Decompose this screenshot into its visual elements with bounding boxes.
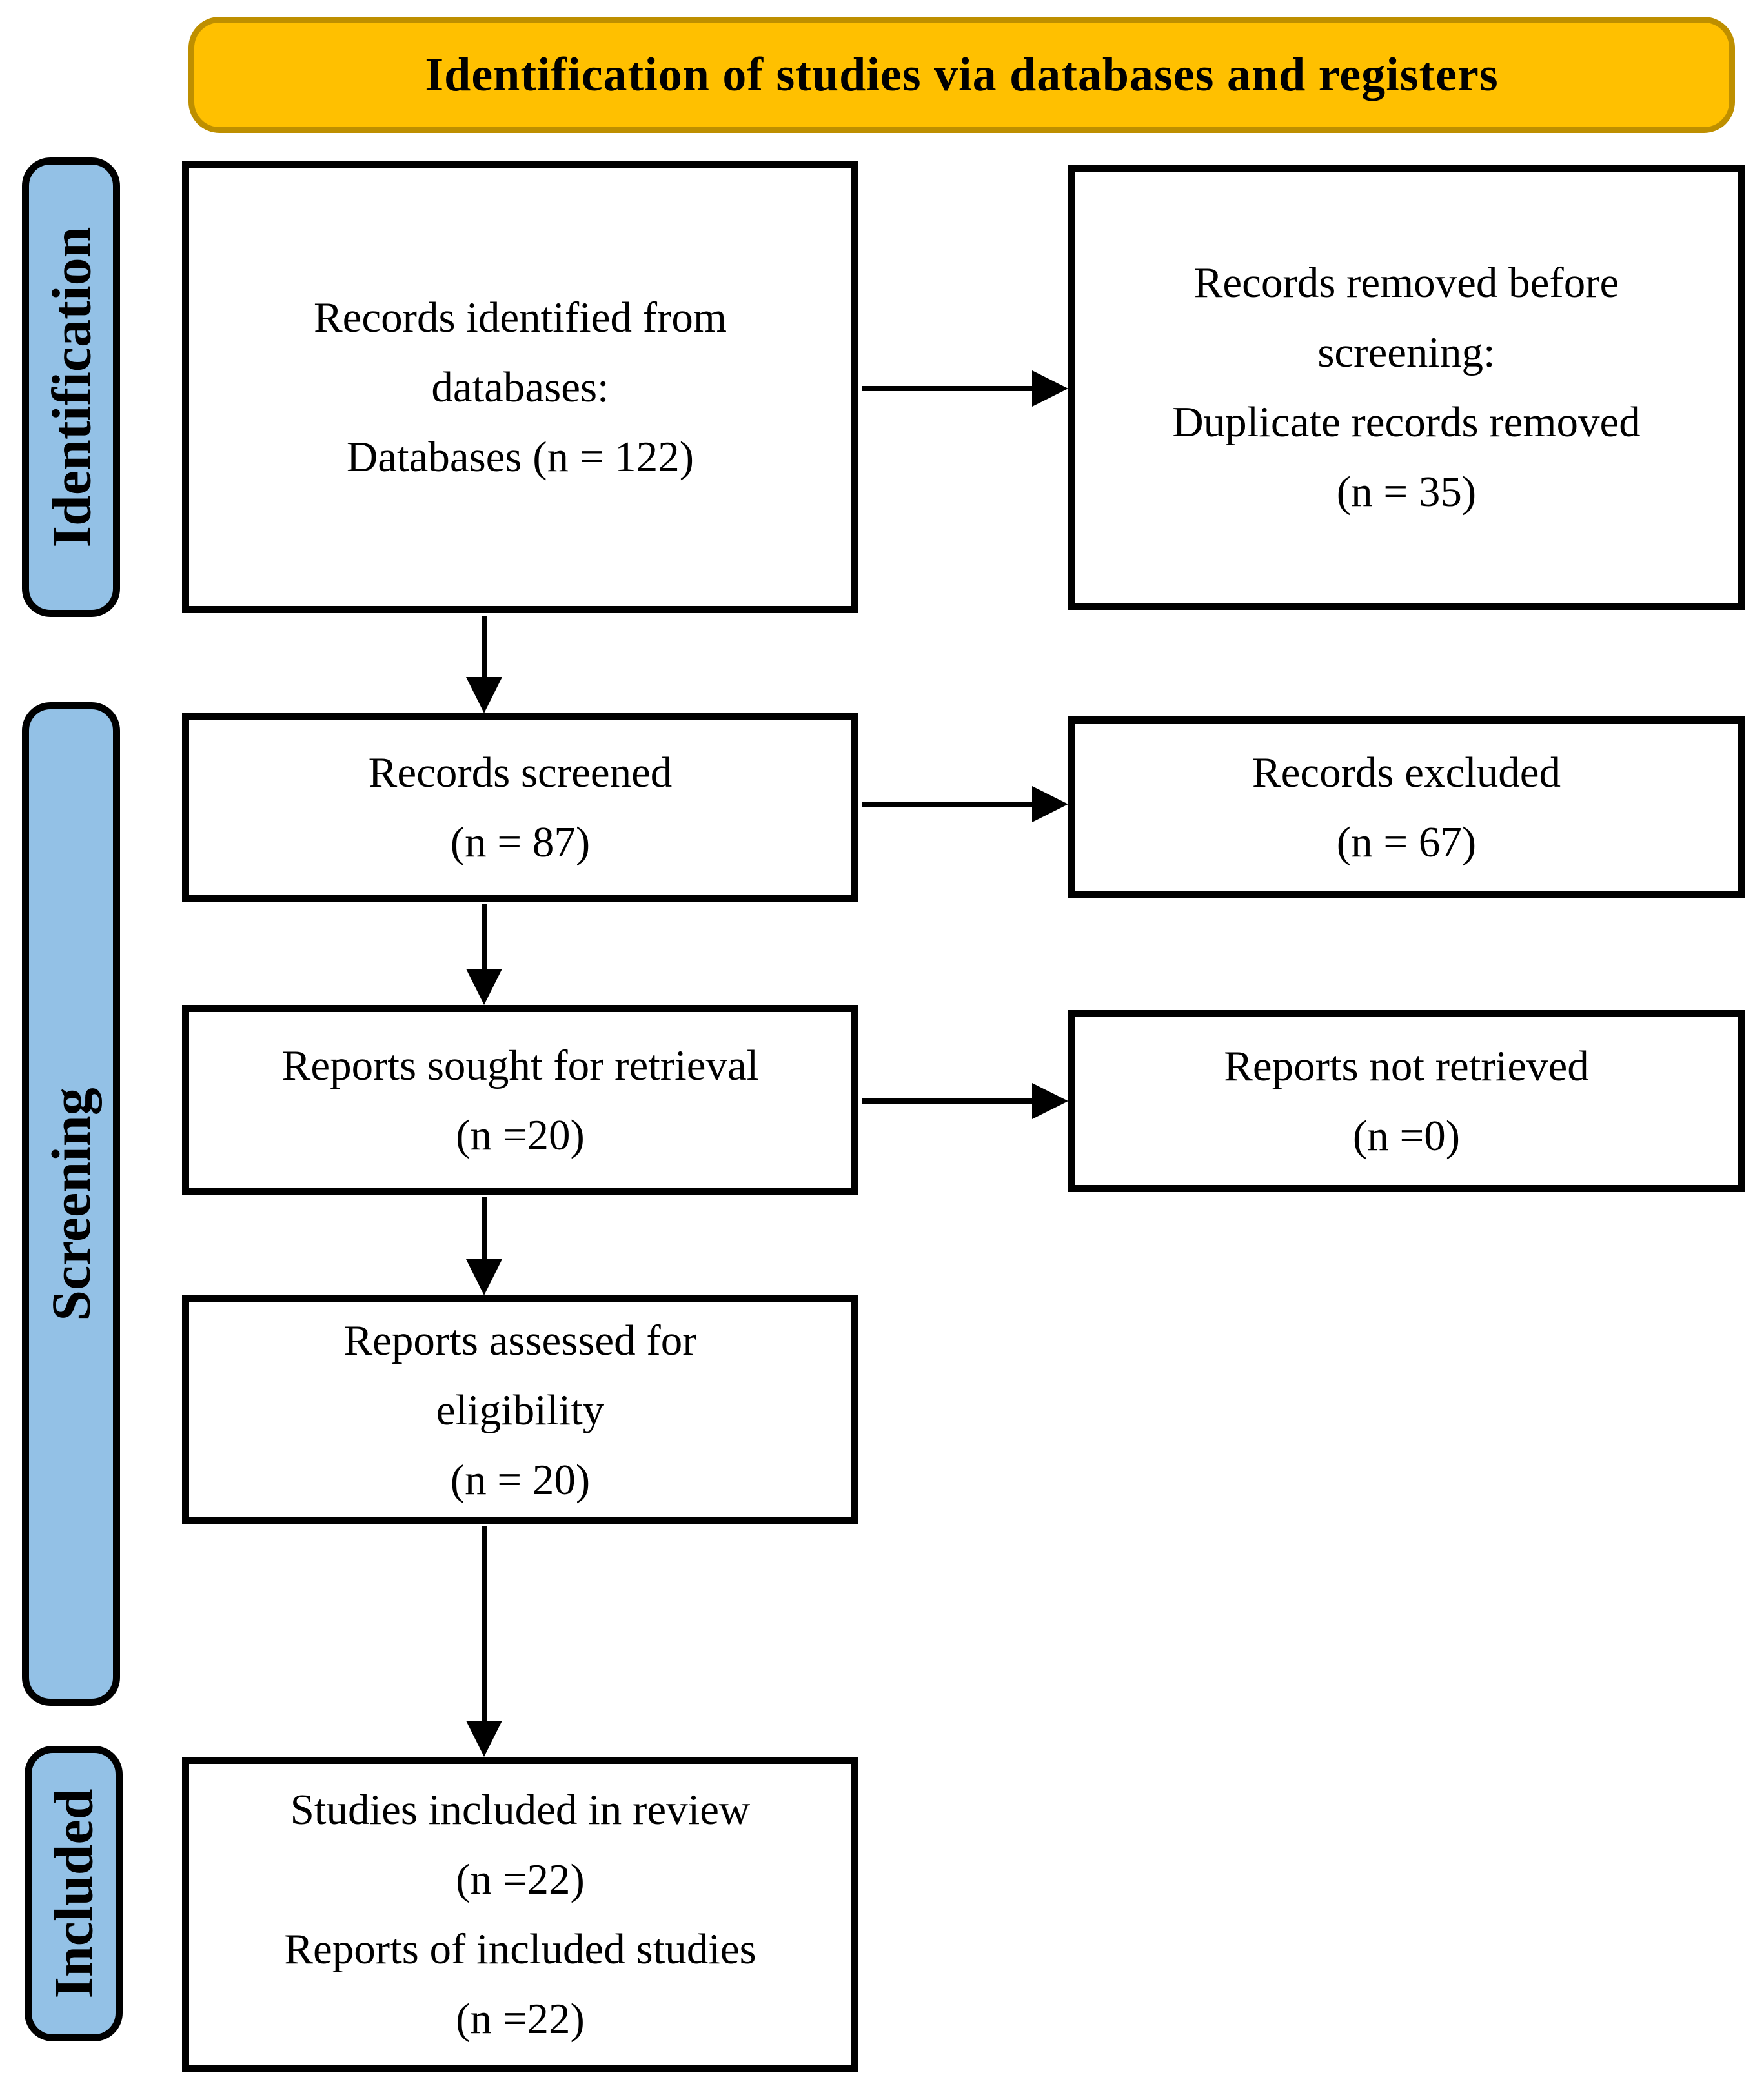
box-line: Records screened: [368, 749, 673, 796]
box-line: Reports not retrieved: [1224, 1042, 1589, 1090]
box-line: (n = 35): [1336, 468, 1477, 516]
box-line: eligibility: [436, 1386, 605, 1434]
box-line: (n =22): [456, 1856, 585, 1903]
box-reports-assessed-for-eligibility: Reports assessed for eligibility (n = 20…: [182, 1295, 858, 1524]
banner-identification-of-studies: Identification of studies via databases …: [188, 17, 1735, 133]
box-line: Reports sought for retrieval: [281, 1041, 759, 1089]
sidebar-label-identification: Identification: [40, 227, 102, 548]
box-line: Reports of included studies: [284, 1925, 756, 1973]
box-line: Databases (n = 122): [346, 433, 694, 481]
box-line: (n = 67): [1336, 818, 1477, 866]
box-line: Records excluded: [1252, 749, 1561, 796]
sidebar-label-screening: Screening: [40, 1087, 103, 1321]
sidebar-phase-included: Included: [25, 1746, 123, 2041]
box-line: (n =22): [456, 1995, 585, 2043]
box-records-identified: Records identified from databases: Datab…: [182, 161, 858, 613]
box-records-removed-before-screening: Records removed before screening: Duplic…: [1068, 165, 1745, 610]
sidebar-phase-identification: Identification: [22, 157, 120, 617]
box-line: Studies included in review: [290, 1786, 751, 1834]
box-line: databases:: [431, 363, 609, 411]
box-line: (n = 20): [450, 1455, 591, 1504]
box-line: Duplicate records removed: [1172, 398, 1641, 446]
box-line: (n =20): [456, 1111, 585, 1159]
box-line: Records removed before: [1193, 259, 1619, 307]
box-line: (n =0): [1352, 1112, 1461, 1160]
box-reports-not-retrieved: Reports not retrieved (n =0): [1068, 1010, 1745, 1192]
sidebar-phase-screening: Screening: [22, 702, 120, 1706]
box-line: (n = 87): [450, 818, 591, 866]
box-records-excluded: Records excluded (n = 67): [1068, 716, 1745, 898]
box-reports-sought-for-retrieval: Reports sought for retrieval (n =20): [182, 1005, 858, 1195]
box-line: Records identified from: [313, 294, 727, 341]
banner-title: Identification of studies via databases …: [425, 48, 1499, 101]
box-studies-included-in-review: Studies included in review (n =22) Repor…: [182, 1757, 858, 2072]
box-records-screened: Records screened (n = 87): [182, 713, 858, 902]
sidebar-label-included: Included: [43, 1788, 105, 1999]
box-line: Reports assessed for: [343, 1316, 697, 1364]
box-line: screening:: [1317, 329, 1495, 376]
